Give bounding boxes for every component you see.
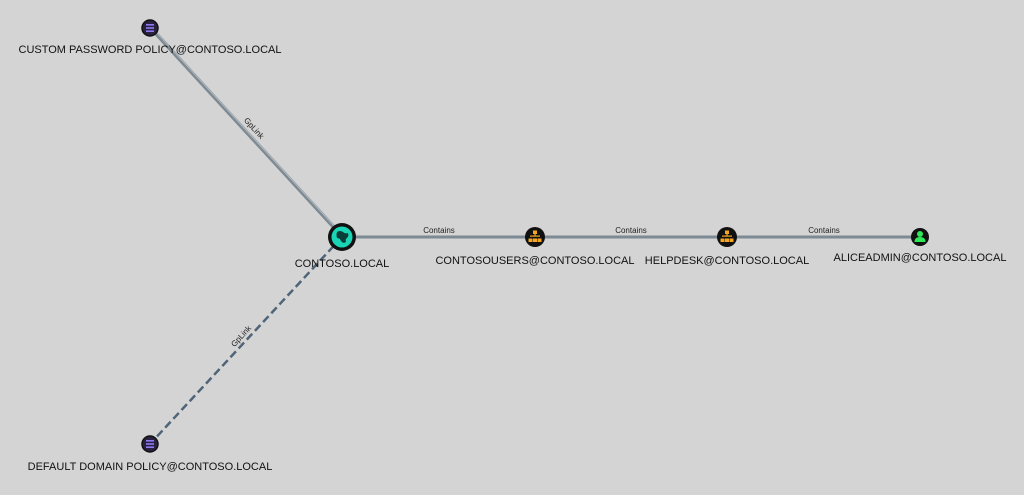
edge-contains-helpdesk-to-aliceadmin[interactable]: Contains: [727, 226, 920, 239]
sitemap-icon: [720, 230, 734, 242]
node-circle[interactable]: [717, 227, 737, 247]
node-default-domain-policy[interactable]: DEFAULT DOMAIN POLICY@CONTOSO.LOCAL: [28, 435, 273, 473]
node-label: CONTOSO.LOCAL: [295, 258, 390, 270]
list-icon: [146, 440, 154, 448]
edge-label: Contains: [615, 226, 647, 235]
edge-gplink-custom-password-policy[interactable]: GpLink: [149, 26, 345, 238]
node-label: HELPDESK@CONTOSO.LOCAL: [645, 255, 809, 267]
user-icon: [914, 231, 926, 242]
node-aliceadmin[interactable]: ALICEADMIN@CONTOSO.LOCAL: [834, 228, 1007, 264]
edge-line[interactable]: [149, 27, 343, 238]
node-label: ALICEADMIN@CONTOSO.LOCAL: [834, 252, 1007, 264]
edge-label: Contains: [423, 226, 455, 235]
edge-contains-contoso-to-contosousers[interactable]: Contains: [342, 226, 535, 239]
node-helpdesk[interactable]: HELPDESK@CONTOSO.LOCAL: [645, 227, 809, 267]
node-circle[interactable]: [525, 227, 545, 247]
globe-icon: [336, 231, 349, 243]
node-custom-password-policy[interactable]: CUSTOM PASSWORD POLICY@CONTOSO.LOCAL: [19, 19, 282, 56]
node-contoso-local[interactable]: CONTOSO.LOCAL: [295, 223, 390, 270]
node-label: CONTOSOUSERS@CONTOSO.LOCAL: [435, 255, 634, 267]
edge-contains-contosousers-to-helpdesk[interactable]: Contains: [535, 226, 727, 239]
edge-line-highlight: [151, 26, 345, 237]
node-label: DEFAULT DOMAIN POLICY@CONTOSO.LOCAL: [28, 461, 273, 473]
list-icon: [146, 24, 154, 32]
edge-label: Contains: [808, 226, 840, 235]
sitemap-icon: [528, 230, 542, 242]
edge-line[interactable]: [149, 236, 343, 445]
node-label: CUSTOM PASSWORD POLICY@CONTOSO.LOCAL: [19, 44, 282, 56]
node-contosousers[interactable]: CONTOSOUSERS@CONTOSO.LOCAL: [435, 227, 635, 267]
